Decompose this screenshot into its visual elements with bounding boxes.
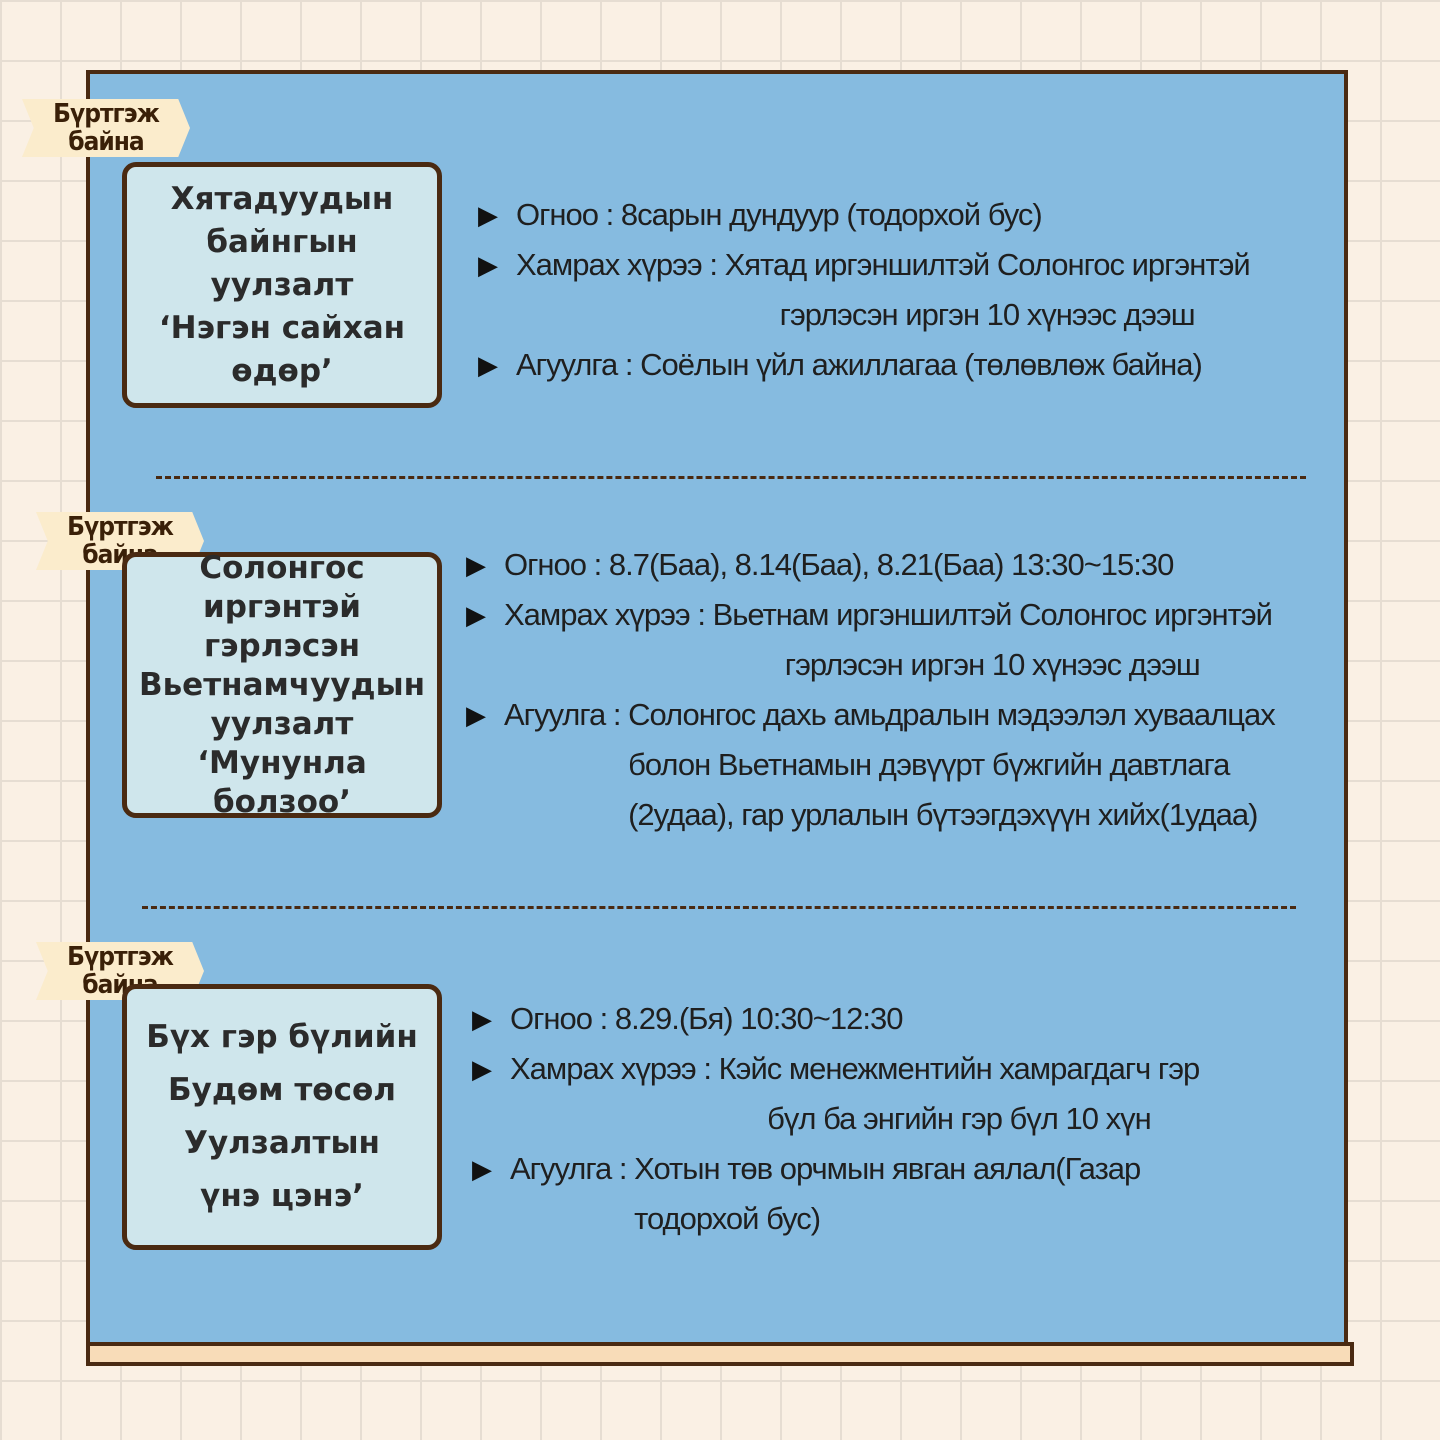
info-row-content: ▶ Агуулга : Хотын төв орчмын явган аялал… (472, 1144, 1199, 1244)
info-label: Хамрах хүрээ : (516, 247, 718, 282)
info-label: Агуулга : (510, 1151, 627, 1186)
info-value: Солонгос дахь амьдралын мэдээлэл хуваалц… (628, 690, 1276, 840)
info-value-line: гэрлэсэн иргэн 10 хүнээс дээш (784, 647, 1201, 682)
info-row-scope: ▶ Хамрах хүрээ : Вьетнам иргэншилтэй Сол… (466, 590, 1275, 690)
arrow-icon: ▶ (478, 250, 498, 280)
arrow-icon: ▶ (472, 1154, 492, 1184)
info-label: Агуулга : (516, 347, 633, 382)
info-row-date: ▶ Огноо : 8сарын дундуур (тодорхой бус) (478, 190, 1250, 240)
arrow-icon: ▶ (466, 550, 486, 580)
info-row-content: ▶ Агуулга : Соёлын үйл ажиллагаа (төлөвл… (478, 340, 1250, 390)
event-title-card: Хятадуудын байнгын уулзалт ‘Нэгэн сайхан… (122, 162, 442, 408)
tag-line-1: Бүртгэж (67, 942, 174, 972)
info-value: 8.7(Баа), 8.14(Баа), 8.21(Баа) 13:30~15:… (609, 540, 1174, 590)
info-value: Кэйс менежментийн хамрагдагч гэр бүл ба … (718, 1044, 1201, 1144)
info-label: Огноо : (516, 197, 614, 232)
tag-line-1: Бүртгэж (53, 99, 160, 129)
info-value-line: Вьетнам иргэншилтэй Солонгос иргэнтэй (712, 597, 1273, 632)
info-value: Соёлын үйл ажиллагаа (төлөвлөж байна) (640, 340, 1203, 390)
arrow-icon: ▶ (466, 700, 486, 730)
event-title: Бүх гэр бүлийн Будөм төсөл Уулзалтын үнэ… (146, 1019, 418, 1214)
info-value-line: Соёлын үйл ажиллагаа (төлөвлөж байна) (640, 347, 1203, 382)
event-info-1: ▶ Огноо : 8сарын дундуур (тодорхой бус) … (478, 190, 1251, 390)
info-value-line: гэрлэсэн иргэн 10 хүнээс дээш (779, 297, 1196, 332)
info-row-date: ▶ Огноо : 8.7(Баа), 8.14(Баа), 8.21(Баа)… (466, 540, 1275, 590)
info-label: Хамрах хүрээ : (510, 1051, 712, 1086)
info-row-date: ▶ Огноо : 8.29.(Бя) 10:30~12:30 (472, 994, 1199, 1044)
info-value-line: тодорхой бус) (634, 1201, 821, 1236)
info-row-scope: ▶ Хамрах хүрээ : Хятад иргэншилтэй Солон… (478, 240, 1251, 340)
info-label: Огноо : (510, 1001, 608, 1036)
info-value-line: болон Вьетнамын дэвүүрт бүжгийн давтлага (628, 747, 1230, 782)
info-value-line: (2удаа), гар урлалын бүтээгдэхүүн хийх(1… (628, 797, 1258, 832)
info-value: 8сарын дундуур (тодорхой бус) (620, 190, 1043, 240)
info-value: Хятад иргэншилтэй Солонгос иргэнтэй гэрл… (724, 240, 1251, 340)
arrow-icon: ▶ (478, 350, 498, 380)
event-title: Хятадуудын байнгын уулзалт ‘Нэгэн сайхан… (158, 180, 406, 389)
board-base (86, 1342, 1354, 1366)
tag-line-2: байна (68, 127, 144, 157)
info-label: Огноо : (504, 547, 602, 582)
arrow-icon: ▶ (472, 1054, 492, 1084)
event-info-2: ▶ Огноо : 8.7(Баа), 8.14(Баа), 8.21(Баа)… (466, 540, 1276, 840)
arrow-icon: ▶ (478, 200, 498, 230)
info-label: Хамрах хүрээ : (504, 597, 706, 632)
event-title-card: Бүх гэр бүлийн Будөм төсөл Уулзалтын үнэ… (122, 984, 442, 1250)
info-value-line: Хотын төв орчмын явган аялал(Газар (634, 1151, 1141, 1186)
arrow-icon: ▶ (466, 600, 486, 630)
event-title-card: Солонгос иргэнтэй гэрлэсэн Вьетнамчуудын… (122, 550, 442, 820)
info-value-line: Кэйс менежментийн хамрагдагч гэр (718, 1051, 1201, 1086)
info-value: Вьетнам иргэншилтэй Солонгос иргэнтэй гэ… (712, 590, 1273, 690)
arrow-icon: ▶ (472, 1004, 492, 1034)
info-value-line: Хятад иргэншилтэй Солонгос иргэнтэй (724, 247, 1251, 282)
section-divider (156, 476, 1306, 479)
info-row-content: ▶ Агуулга : Солонгос дахь амьдралын мэдэ… (466, 690, 1276, 840)
section-divider (142, 906, 1296, 909)
info-label: Агуулга : (504, 697, 621, 732)
info-value-line: 8.29.(Бя) 10:30~12:30 (614, 1001, 904, 1036)
info-value-line: Солонгос дахь амьдралын мэдээлэл хуваалц… (628, 697, 1276, 732)
info-value: Хотын төв орчмын явган аялал(Газар тодор… (634, 1144, 1141, 1244)
info-value-line: бүл ба энгийн гэр бүл 10 хүн (767, 1101, 1152, 1136)
tag-line-1: Бүртгэж (67, 512, 174, 542)
info-row-scope: ▶ Хамрах хүрээ : Кэйс менежментийн хамра… (472, 1044, 1201, 1144)
event-title: Солонгос иргэнтэй гэрлэсэн Вьетнамчуудын… (138, 549, 426, 820)
info-value-line: 8.7(Баа), 8.14(Баа), 8.21(Баа) 13:30~15:… (608, 547, 1174, 582)
event-info-3: ▶ Огноо : 8.29.(Бя) 10:30~12:30 ▶ Хамрах… (472, 994, 1201, 1244)
registering-tag: Бүртгэж байна (22, 99, 190, 157)
info-value: 8.29.(Бя) 10:30~12:30 (614, 994, 904, 1044)
info-value-line: 8сарын дундуур (тодорхой бус) (620, 197, 1043, 232)
